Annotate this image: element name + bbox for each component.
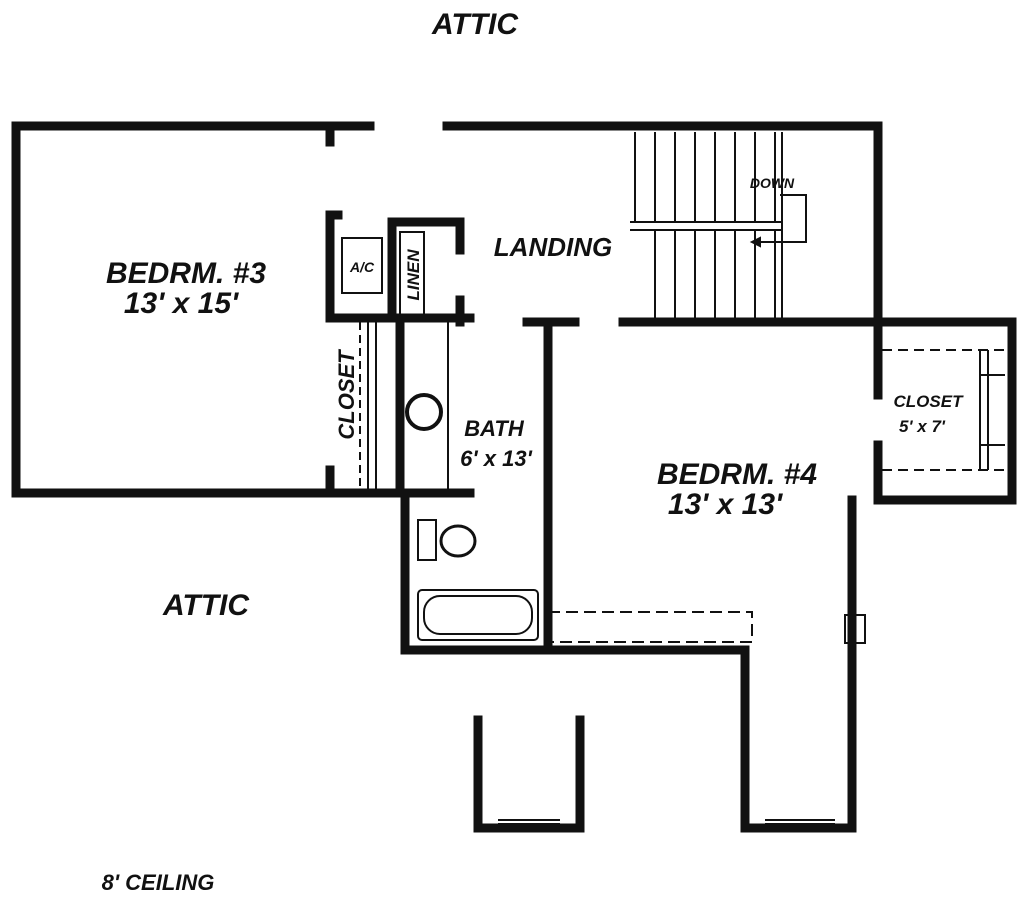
- bath-name: BATH: [464, 416, 525, 441]
- bedroom3-size: 13' x 15': [124, 287, 239, 320]
- bedroom3-name: BEDRM. #3: [106, 257, 266, 290]
- bedroom4-size: 13' x 13': [668, 488, 783, 521]
- linen-label: LINEN: [404, 249, 423, 301]
- closet-right-name: CLOSET: [894, 392, 965, 411]
- landing-label: LANDING: [494, 232, 612, 262]
- down-label: DOWN: [750, 175, 795, 191]
- ac-label: A/C: [349, 259, 375, 275]
- walls: [11, 121, 1017, 833]
- bedroom4-name: BEDRM. #4: [657, 458, 817, 491]
- closet-left-label: CLOSET: [334, 349, 359, 440]
- room-labels: ATTIC BEDRM. #3 13' x 15' LANDING DOWN A…: [102, 8, 964, 895]
- attic-left-label: ATTIC: [162, 589, 250, 622]
- thin-lines: [17, 132, 1005, 825]
- ceiling-label: 8' CEILING: [102, 870, 215, 895]
- bath-size: 6' x 13': [460, 446, 532, 471]
- attic-top-label: ATTIC: [431, 8, 519, 41]
- closet-right-size: 5' x 7': [899, 417, 946, 436]
